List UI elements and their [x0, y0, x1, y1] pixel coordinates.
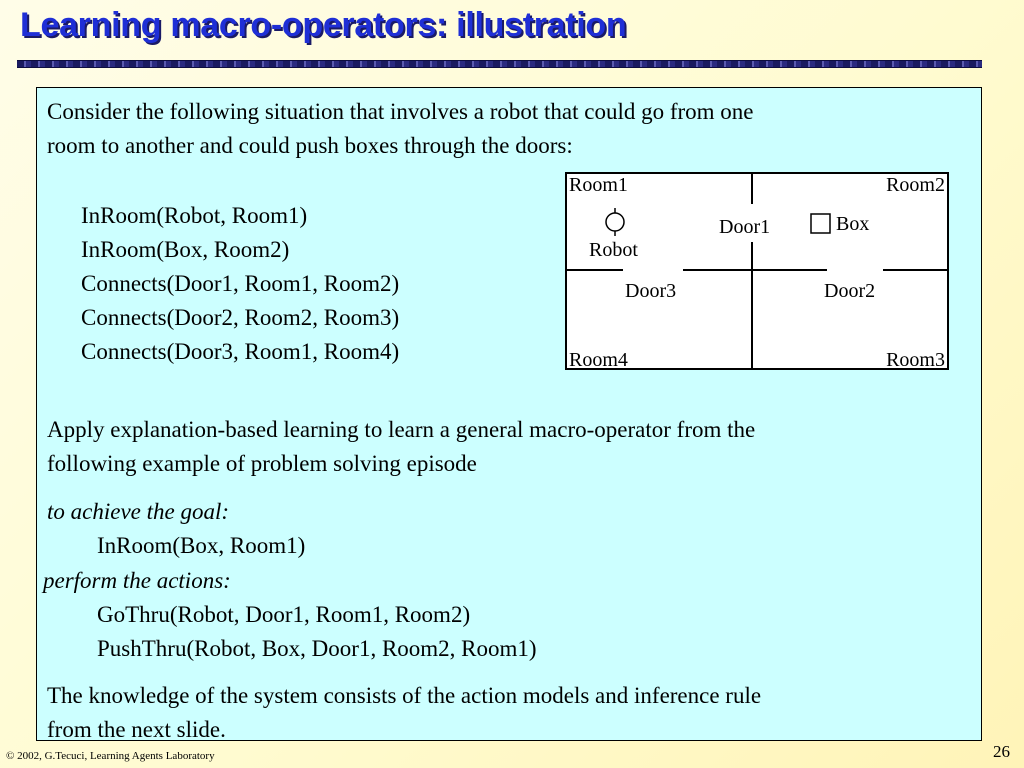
- slide-title: Learning macro-operators: illustration: [20, 6, 627, 44]
- door1-label: Door1: [719, 216, 770, 238]
- robot-icon: [605, 208, 625, 236]
- door3-label: Door3: [625, 280, 676, 302]
- room3-label: Room3: [886, 349, 945, 371]
- actions-heading: perform the actions:: [43, 568, 231, 593]
- footer-copyright: © 2002, G.Tecuci, Learning Agents Labora…: [6, 750, 215, 762]
- robot-label: Robot: [589, 239, 638, 261]
- room2-label: Room2: [886, 174, 945, 196]
- knowledge-line-2: from the next slide.: [47, 717, 226, 742]
- intro-line-2: room to another and could push boxes thr…: [47, 133, 573, 158]
- apply-line-2: following example of problem solving epi…: [47, 451, 477, 476]
- knowledge-line-1: The knowledge of the system consists of …: [47, 683, 762, 708]
- goal-statement: InRoom(Box, Room1): [97, 533, 306, 558]
- apply-line-1: Apply explanation-based learning to lear…: [47, 417, 756, 442]
- fact-2: InRoom(Box, Room2): [81, 237, 290, 262]
- fact-1: InRoom(Robot, Room1): [81, 203, 308, 228]
- box-icon: [810, 213, 831, 234]
- action-2: PushThru(Robot, Box, Door1, Room2, Room1…: [97, 636, 537, 661]
- fact-5: Connects(Door3, Room1, Room4): [81, 339, 400, 364]
- fact-3: Connects(Door1, Room1, Room2): [81, 271, 400, 296]
- content-panel: Consider the following situation that in…: [36, 87, 982, 741]
- title-underline-bar: [17, 60, 982, 68]
- door2-label: Door2: [824, 280, 875, 302]
- page-number: 26: [993, 742, 1010, 761]
- room1-label: Room1: [569, 174, 628, 196]
- room4-label: Room4: [569, 349, 628, 371]
- rooms-diagram: Room1 Room2 Room4 Room3 Door1 Door3 Door…: [565, 172, 949, 371]
- fact-4: Connects(Door2, Room2, Room3): [81, 305, 400, 330]
- intro-line-1: Consider the following situation that in…: [47, 99, 754, 124]
- box-label: Box: [836, 213, 869, 235]
- action-1: GoThru(Robot, Door1, Room1, Room2): [97, 602, 471, 627]
- goal-heading: to achieve the goal:: [47, 499, 230, 524]
